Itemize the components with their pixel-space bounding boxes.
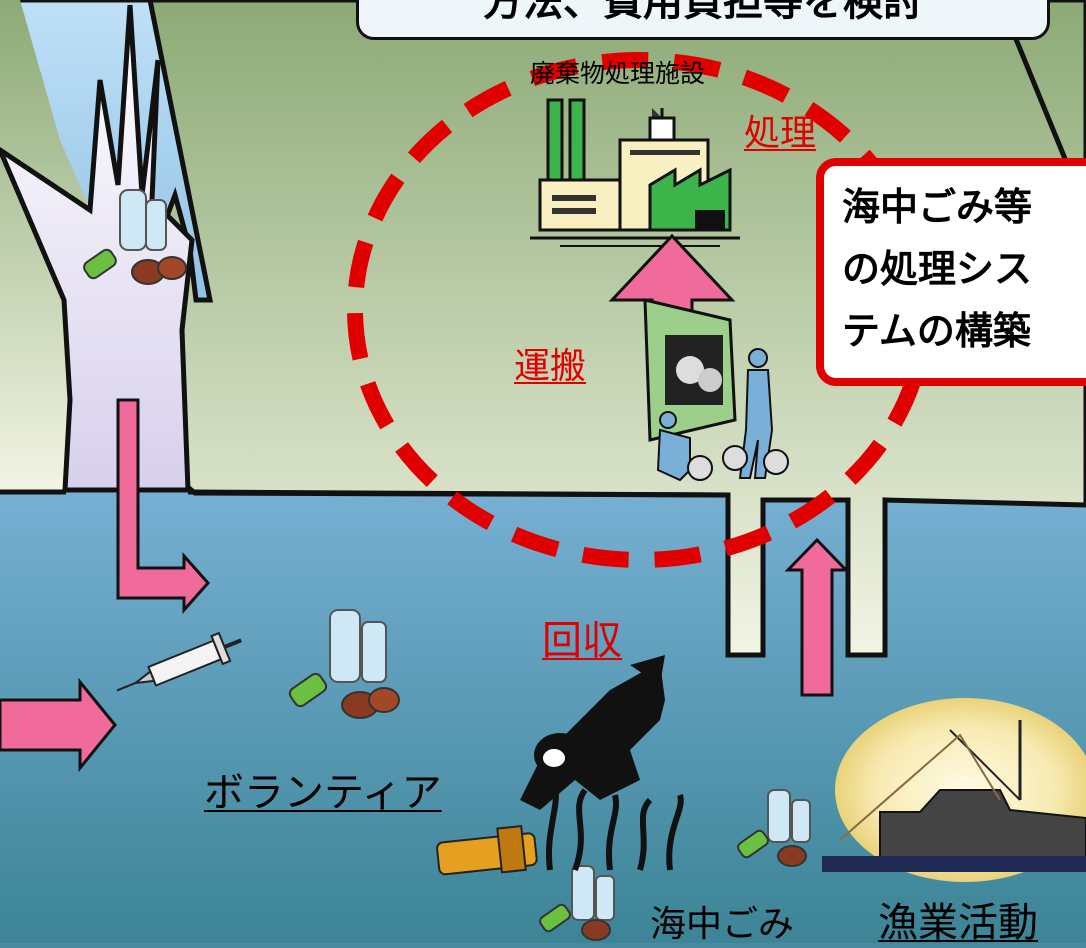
title-box: 方法、費用負担等を検討 xyxy=(356,0,1050,40)
syringe-icon xyxy=(116,631,242,692)
garbage-truck-icon xyxy=(643,298,737,442)
marine-litter-label: 海中ごみ xyxy=(650,904,795,945)
worker-icon xyxy=(656,348,789,482)
trash-icon-boat xyxy=(737,789,811,867)
battery-icon xyxy=(436,824,538,876)
river-flow-arrow xyxy=(116,398,211,614)
collect-arrow xyxy=(784,537,850,697)
fishing-label: 漁業活動 xyxy=(878,900,1038,946)
collect-label: 回収 xyxy=(542,618,622,664)
seaweed-icon xyxy=(546,779,684,872)
facility-label: 廃棄物処理施設 xyxy=(530,59,706,88)
trash-icon-river xyxy=(83,189,187,285)
diver-icon xyxy=(520,655,665,810)
trash-icon-sea xyxy=(288,609,400,719)
system-box-text: 海中ごみ等 の処理シス テムの構築 xyxy=(842,185,1033,353)
inflow-arrow xyxy=(0,677,117,773)
system-box: 海中ごみ等 の処理シス テムの構築 xyxy=(816,158,1086,386)
transport-label: 運搬 xyxy=(514,346,587,387)
factory-icon xyxy=(530,98,740,247)
volunteer-label: ボランティア xyxy=(204,770,442,816)
trash-icon-seabed xyxy=(539,865,615,941)
process-label: 処理 xyxy=(744,113,817,154)
fishing-boat-icon xyxy=(822,698,1086,882)
page-title: 方法、費用負担等を検討 xyxy=(483,0,923,25)
